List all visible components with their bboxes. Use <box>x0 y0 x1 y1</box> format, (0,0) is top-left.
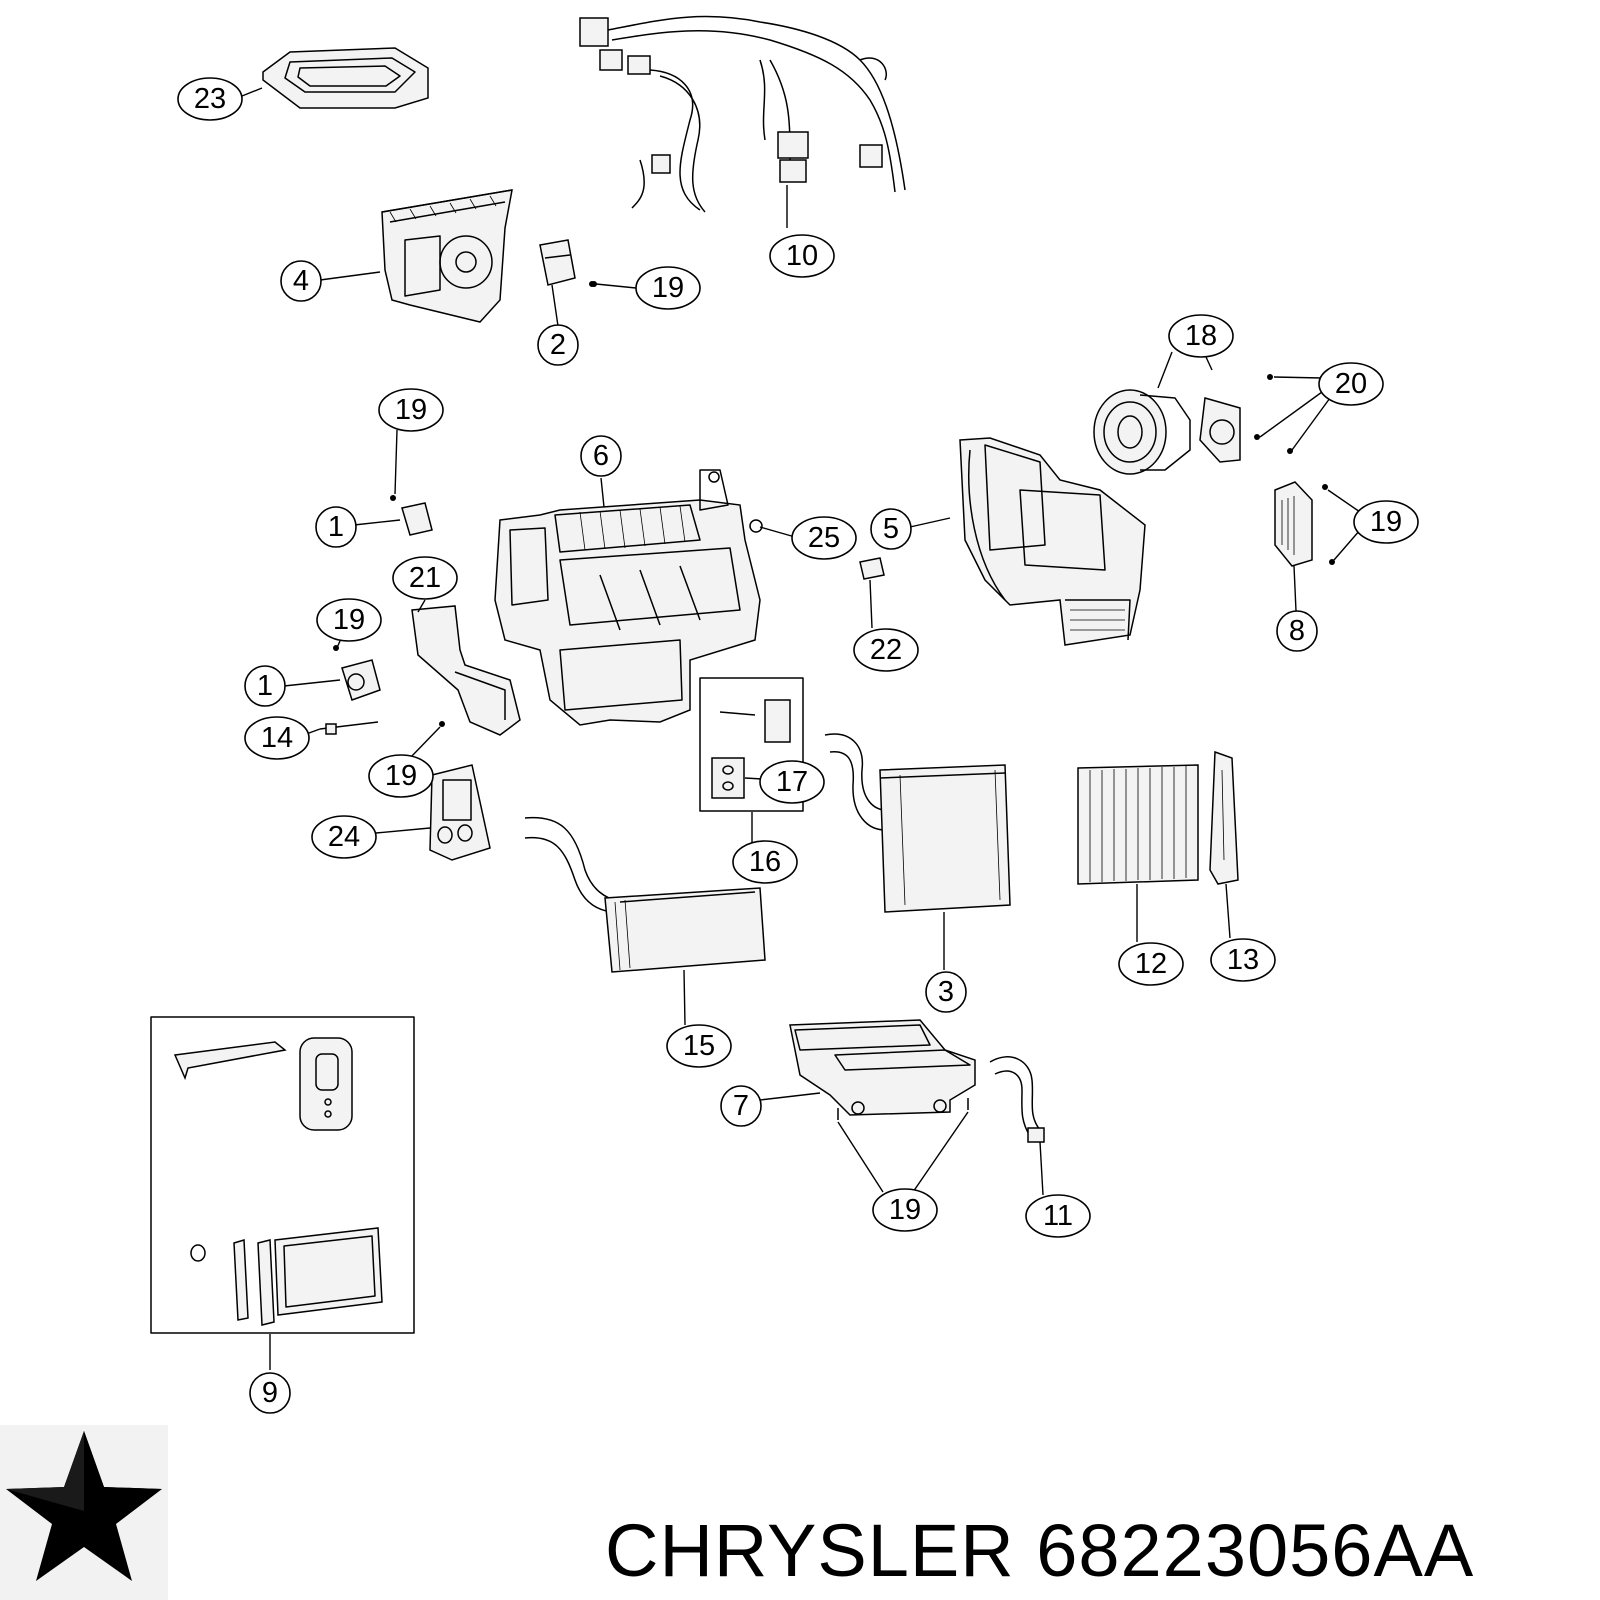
svg-text:20: 20 <box>1335 368 1367 400</box>
svg-text:3: 3 <box>938 976 954 1008</box>
callout-3: 3 <box>925 971 967 1013</box>
svg-text:4: 4 <box>293 265 309 297</box>
svg-text:19: 19 <box>652 272 684 304</box>
svg-text:18: 18 <box>1185 320 1217 352</box>
svg-text:19: 19 <box>333 604 365 636</box>
svg-text:7: 7 <box>733 1090 749 1122</box>
svg-text:25: 25 <box>808 522 840 554</box>
callout-19: 19 <box>368 754 434 798</box>
callout-7: 7 <box>720 1085 762 1127</box>
part-5-blower-housing-lower <box>959 437 1146 646</box>
callout-22: 22 <box>853 628 919 672</box>
callout-10: 10 <box>769 234 835 278</box>
callout-4: 4 <box>280 260 322 302</box>
callout-19: 19 <box>1353 500 1419 544</box>
callout-17: 17 <box>759 760 825 804</box>
part-8-blower-resistor <box>1274 481 1313 567</box>
callout-19: 19 <box>316 598 382 642</box>
part-6-hvac-case <box>494 469 763 726</box>
svg-text:1: 1 <box>257 670 273 702</box>
callout-24: 24 <box>311 815 377 859</box>
callout-2: 2 <box>537 324 579 366</box>
callout-19: 19 <box>378 388 444 432</box>
svg-text:19: 19 <box>395 394 427 426</box>
svg-text:22: 22 <box>870 634 902 666</box>
svg-text:6: 6 <box>593 440 609 472</box>
part-24-seal <box>429 764 491 861</box>
part-4-blower-housing <box>381 189 513 323</box>
svg-text:11: 11 <box>1043 1200 1073 1232</box>
callout-14: 14 <box>244 716 310 760</box>
part-1-actuator-upper <box>390 495 433 536</box>
svg-text:13: 13 <box>1227 944 1259 976</box>
callout-6: 6 <box>580 435 622 477</box>
callout-15: 15 <box>666 1024 732 1068</box>
part-12-cabin-filter <box>1077 764 1199 885</box>
callout-1: 1 <box>315 506 357 548</box>
svg-text:5: 5 <box>883 513 899 545</box>
callout-23: 23 <box>177 77 243 121</box>
part-7-lower-housing <box>789 1019 976 1120</box>
part-23-duct-seal <box>262 47 429 109</box>
svg-text:10: 10 <box>786 240 818 272</box>
svg-text:1: 1 <box>328 511 344 543</box>
callout-19: 19 <box>872 1188 938 1232</box>
svg-text:8: 8 <box>1289 615 1305 647</box>
svg-text:24: 24 <box>328 821 360 853</box>
fasteners <box>439 281 1335 727</box>
svg-text:19: 19 <box>1370 506 1402 538</box>
svg-text:12: 12 <box>1135 948 1167 980</box>
part-14-screw <box>319 721 379 735</box>
pentastar-logo-icon <box>0 1425 168 1600</box>
leader-lines <box>241 87 1361 1370</box>
svg-text:19: 19 <box>385 760 417 792</box>
callout-8: 8 <box>1276 610 1318 652</box>
part-18-blower-motor <box>1093 389 1241 475</box>
svg-text:23: 23 <box>194 83 226 115</box>
svg-text:14: 14 <box>261 722 293 754</box>
svg-text:19: 19 <box>889 1194 921 1226</box>
brand-part-number: CHRYSLER 68223056AA <box>605 1508 1590 1593</box>
callout-11: 11 <box>1025 1194 1091 1238</box>
part-2-actuator <box>539 239 595 287</box>
part-21-duct <box>411 605 521 736</box>
svg-text:15: 15 <box>683 1030 715 1062</box>
part-3-evaporator <box>824 733 1011 913</box>
callout-18: 18 <box>1168 314 1234 358</box>
svg-text:21: 21 <box>409 562 441 594</box>
callout-13: 13 <box>1210 938 1276 982</box>
callout-9: 9 <box>249 1372 291 1414</box>
callout-1: 1 <box>244 665 286 707</box>
part-1-actuator-lower <box>333 645 381 701</box>
part-13-filter-door <box>1209 750 1239 885</box>
part-22-sensor <box>859 557 885 580</box>
callout-16: 16 <box>732 840 798 884</box>
part-10-wiring-harness <box>579 15 906 213</box>
callout-21: 21 <box>392 556 458 600</box>
callout-20: 20 <box>1318 362 1384 406</box>
svg-text:9: 9 <box>262 1377 278 1409</box>
callout-5: 5 <box>870 508 912 550</box>
part-9-seal-kit-box <box>150 1016 415 1334</box>
svg-text:2: 2 <box>550 329 566 361</box>
callout-19: 19 <box>635 266 701 310</box>
svg-text:17: 17 <box>776 766 808 798</box>
brand-name: CHRYSLER <box>605 1509 1015 1592</box>
part-11-drain-hose <box>989 1056 1045 1143</box>
svg-text:16: 16 <box>749 846 781 878</box>
part-15-heater-core <box>524 816 766 973</box>
callout-25: 25 <box>791 516 857 560</box>
part-number: 68223056AA <box>1036 1509 1475 1592</box>
callout-12: 12 <box>1118 942 1184 986</box>
part-16-valve-kit-box <box>699 677 804 812</box>
